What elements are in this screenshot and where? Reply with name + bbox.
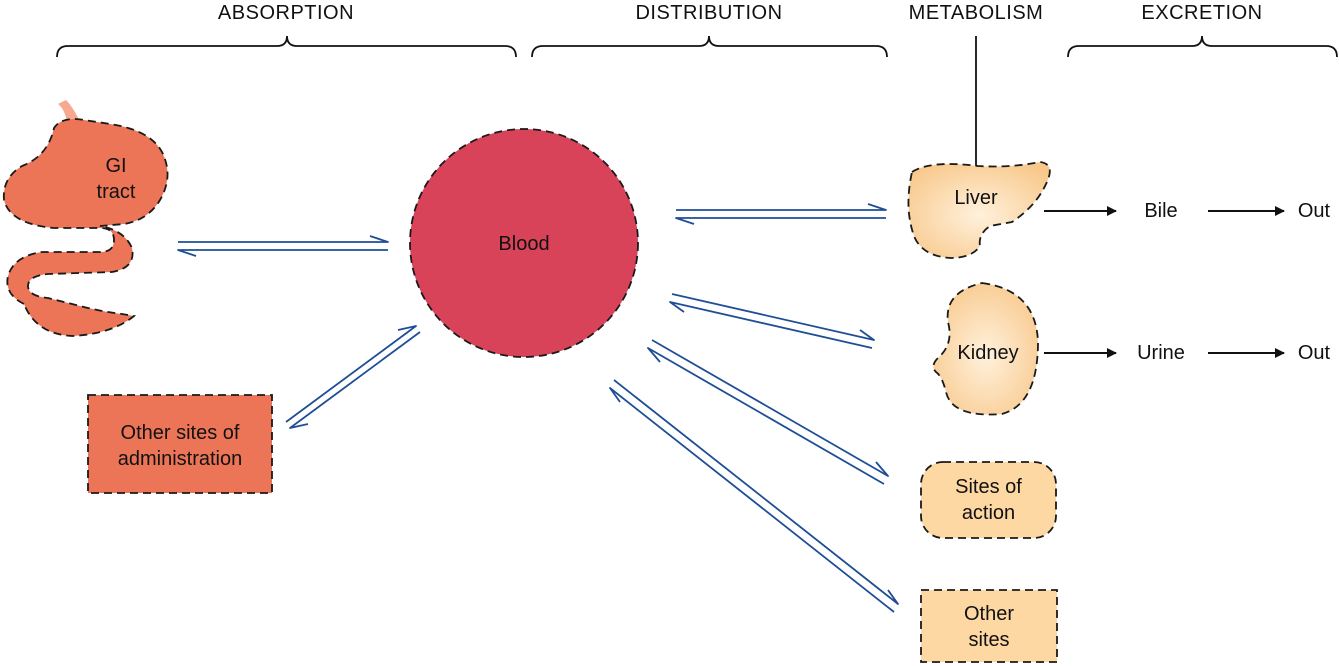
sites-of-action-box <box>920 461 1057 539</box>
other-admin-box <box>87 394 273 494</box>
header-excretion: EXCRETION <box>1141 2 1263 24</box>
sites-of-action-label: Sites of action <box>921 474 1056 526</box>
header-absorption: ABSORPTION <box>217 2 355 24</box>
blood-circle <box>409 128 639 358</box>
other-sites-line2: sites <box>968 629 1010 651</box>
blood-label: Blood <box>498 233 550 255</box>
other-admin-label: Other sites of administration <box>88 420 272 472</box>
gi-blood-arrow <box>177 235 389 257</box>
out-bile-label: Out <box>1297 200 1331 222</box>
gi-tract-label: GI tract <box>76 153 156 205</box>
absorption-brace <box>56 35 517 58</box>
gi-label-line1: GI <box>105 155 127 177</box>
blood-liver-arrow <box>675 203 887 225</box>
other-admin-line2: administration <box>117 448 243 470</box>
header-distribution: DISTRIBUTION <box>635 2 783 24</box>
blood-sites-of-action-arrow <box>647 339 889 485</box>
distribution-brace <box>531 35 888 58</box>
bile-label: Bile <box>1144 200 1178 222</box>
liver-shape <box>907 161 1051 259</box>
other-admin-line1: Other sites of <box>120 422 240 444</box>
kidney-shape <box>932 282 1039 416</box>
liver-label: Liver <box>954 187 998 209</box>
excretion-brace <box>1067 35 1338 58</box>
blood-other-sites-arrow <box>609 379 899 613</box>
urine-label: Urine <box>1137 342 1185 364</box>
sites-of-action-line1: Sites of <box>955 476 1022 498</box>
out-urine-label: Out <box>1297 342 1331 364</box>
other-sites-box <box>920 589 1058 663</box>
admin-blood-arrow <box>285 325 421 429</box>
kidney-label: Kidney <box>957 342 1019 364</box>
other-sites-label: Other sites <box>921 601 1057 653</box>
gi-label-line2: tract <box>96 181 136 203</box>
gi-tract-shape <box>2 100 169 337</box>
sites-of-action-line2: action <box>961 502 1016 524</box>
header-metabolism: METABOLISM <box>908 2 1044 24</box>
other-sites-line1: Other <box>963 603 1015 625</box>
blood-kidney-arrow <box>669 293 875 349</box>
